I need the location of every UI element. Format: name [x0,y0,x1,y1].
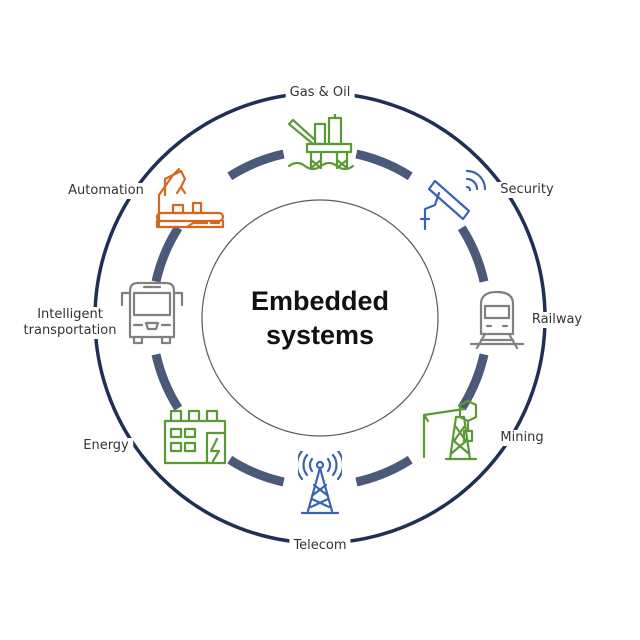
oil-platform-icon [287,114,357,176]
power-plant-icon [161,407,231,467]
label-line: transportation [23,323,117,338]
dashed-ring-segment [151,225,183,283]
title-line-2: systems [265,320,375,350]
label-energy: Energy [79,438,133,454]
train-icon [467,288,527,352]
dashed-ring-segment [227,149,285,181]
title-line-1: Embedded [250,286,390,316]
telecom-tower-icon [298,451,342,517]
dashed-ring-segment [227,455,285,487]
oil-derrick-icon [420,397,486,463]
dashed-ring-segment [355,149,413,181]
label-mining: Mining [496,430,548,446]
label-security: Security [496,182,558,198]
dashed-ring-segment [151,353,183,411]
inner-circle [201,199,439,437]
dashed-ring-segment [355,455,413,487]
label-line: Intelligent [37,307,103,322]
label-gas-oil: Gas & Oil [285,85,355,101]
dashed-ring-segment [457,353,489,411]
center-title: Embedded systems [251,284,389,352]
label-telecom: Telecom [289,538,351,554]
security-camera-icon [417,167,487,233]
label-intelligent-transportation: Intelligent transportation [19,307,121,339]
factory-robot-arm-icon [153,165,227,229]
dashed-ring [151,149,489,487]
label-automation: Automation [64,183,148,199]
label-railway: Railway [527,312,587,328]
bus-icon [116,277,188,349]
dashed-ring-segment [457,225,489,283]
